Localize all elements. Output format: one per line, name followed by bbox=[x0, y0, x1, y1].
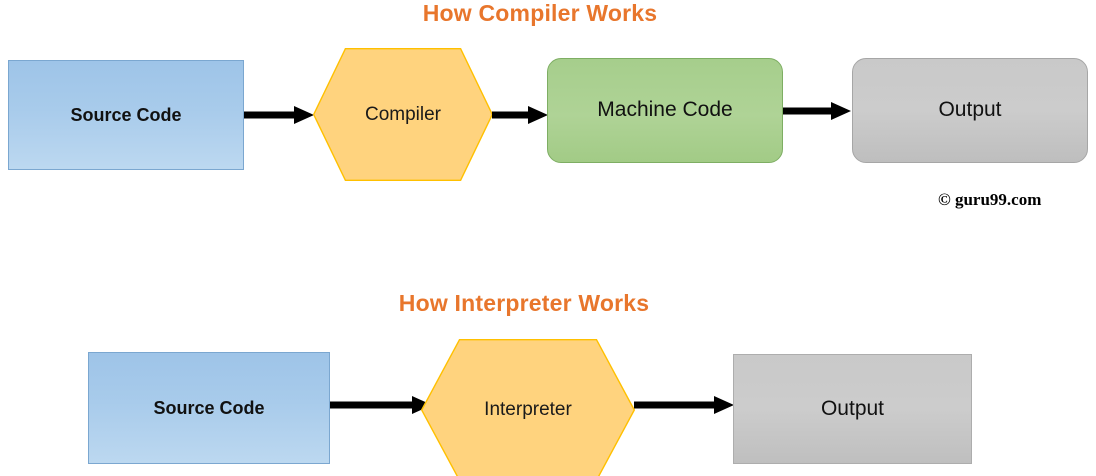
arrow-compiler-to-machine-code bbox=[492, 104, 550, 126]
node-label: Machine Code bbox=[597, 98, 733, 122]
node-label: Source Code bbox=[70, 104, 182, 125]
node-compiler: Compiler bbox=[313, 48, 493, 181]
node-machine-code: Machine Code bbox=[547, 58, 783, 163]
arrow-source-to-interpreter bbox=[330, 394, 434, 416]
credit-watermark: © guru99.com bbox=[938, 190, 1042, 209]
node-label: Compiler bbox=[364, 103, 442, 125]
arrow-source-to-compiler bbox=[244, 104, 316, 126]
node-label: Output bbox=[938, 98, 1002, 122]
node-interpreter: Interpreter bbox=[421, 339, 635, 476]
node-label: Interpreter bbox=[484, 399, 572, 421]
node-source-code-interpreter: Source Code bbox=[88, 352, 330, 464]
node-source-code-compiler: Source Code bbox=[8, 60, 244, 170]
node-output-interpreter: Output bbox=[733, 354, 972, 464]
interpreter-diagram-title: How Interpreter Works bbox=[398, 290, 650, 316]
arrow-interpreter-to-output bbox=[634, 394, 736, 416]
arrow-machine-code-to-output bbox=[783, 100, 853, 122]
node-label: Source Code bbox=[153, 397, 265, 418]
compiler-diagram-title: How Compiler Works bbox=[422, 0, 658, 26]
node-output-compiler: Output bbox=[852, 58, 1088, 163]
node-label: Output bbox=[820, 396, 885, 420]
